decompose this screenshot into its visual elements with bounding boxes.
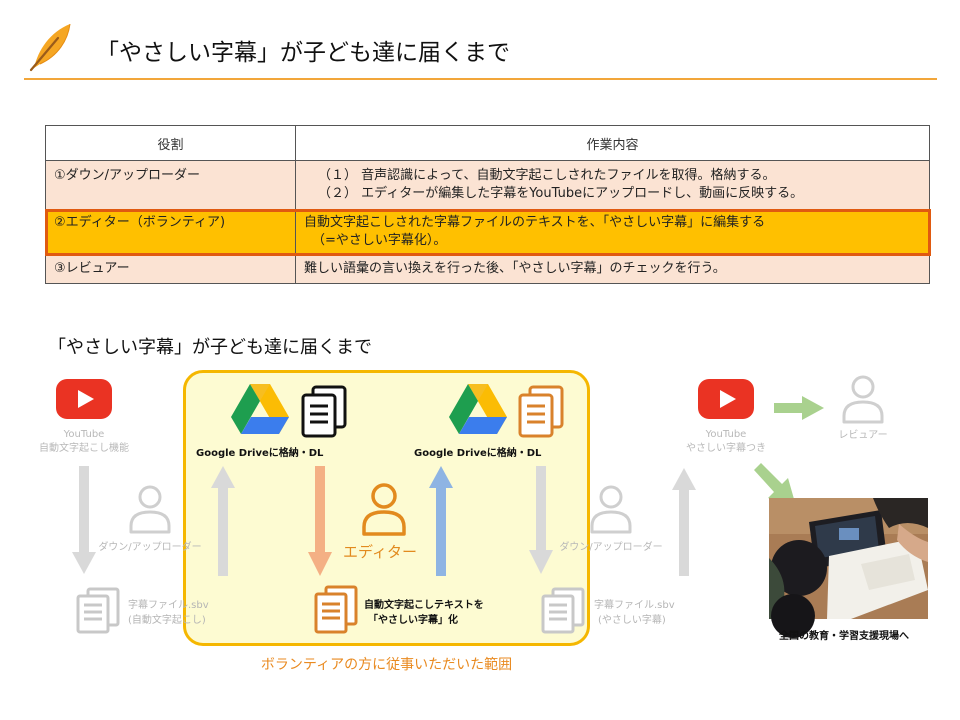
column-header-tasks: 作業内容: [295, 125, 930, 161]
drive-right-label: Google Driveに格納・DL: [414, 448, 542, 459]
table-header-row: 役割 作業内容: [45, 125, 930, 161]
google-drive-icon: [449, 384, 507, 434]
youtube-icon: [56, 379, 112, 419]
role-cell: ③レビュアー: [45, 254, 296, 284]
reviewer-label: レビュアー: [838, 430, 888, 441]
table-row-reviewer: ③レビュアー 難しい語彙の言い換えを行った後、「やさしい字幕」のチェックを行う。: [45, 254, 930, 284]
document-stack-orange-icon: [314, 585, 358, 634]
document-stack-icon: [301, 385, 347, 438]
file-easy-label-1: 字幕ファイル.sbv: [594, 600, 675, 611]
role-cell: ①ダウン/アップローダー: [45, 160, 296, 210]
table-row-editor: ②エディター（ボランティア) 自動文字起こしされた字幕ファイルのテキストを、「や…: [44, 208, 931, 256]
uploader-left-label: ダウン/アップローダー: [98, 542, 202, 553]
tasks-cell: 自動文字起こしされた字幕ファイルのテキストを、「やさしい字幕」に編集する （=や…: [295, 209, 930, 255]
task-line: 難しい語彙の言い換えを行った後、「やさしい字幕」のチェックを行う。: [304, 261, 726, 276]
role-name: ①ダウン/アップローダー: [54, 168, 201, 183]
task-line: 自動文字起こしされた字幕ファイルのテキストを、「やさしい字幕」に編集する: [304, 215, 766, 230]
roles-table: 役割 作業内容 ①ダウン/アップローダー （１） 音声認識によって、自動文字起こ…: [44, 125, 931, 284]
document-stack-grey-icon: [541, 587, 585, 634]
volunteer-scope-caption: ボランティアの方に従事いただいた範囲: [260, 657, 513, 673]
file-auto-label-1: 字幕ファイル.sbv: [128, 600, 209, 611]
youtube-icon: [698, 379, 754, 419]
classroom-photo: [769, 498, 928, 638]
google-drive-icon: [231, 384, 289, 434]
role-name: ②エディター（ボランティア): [54, 215, 226, 230]
person-icon: [590, 485, 632, 534]
task-line: （２） エディターが編集した字幕をYouTubeにアップロードし、動画に反映する…: [318, 186, 804, 201]
reviewer-person-icon: [842, 375, 884, 424]
photo-caption: 全国の教育・学習支援現場へ: [779, 631, 909, 642]
youtube-easy-label-1: YouTube: [705, 429, 747, 440]
youtube-auto-label-1: YouTube: [63, 429, 105, 440]
document-stack-grey-icon: [76, 587, 120, 634]
page-title: 「やさしい字幕」が子ども達に届くまで: [96, 40, 510, 66]
column-header-role: 役割: [45, 125, 296, 161]
uploader-right-label: ダウン/アップローダー: [559, 542, 663, 553]
arrow-down-orange-icon: [308, 466, 332, 576]
file-easy-label-2: (やさしい字幕): [598, 615, 666, 626]
person-icon: [129, 485, 171, 534]
role-cell: ②エディター（ボランティア): [45, 209, 296, 255]
arrow-up-blue-icon: [429, 466, 453, 576]
tasks-cell: （１） 音声認識によって、自動文字起こしされたファイルを取得。格納する。 （２）…: [295, 160, 930, 210]
edit-text-label-2: 「やさしい字幕」化: [368, 615, 458, 626]
editor-label: エディター: [343, 543, 417, 561]
youtube-easy-label-2: やさしい字幕つき: [686, 443, 766, 454]
arrow-up-grey-icon: [211, 466, 235, 576]
edit-text-label-1: 自動文字起こしテキストを: [364, 600, 484, 611]
file-auto-label-2: (自動文字起こし): [128, 615, 206, 626]
feather-icon: [29, 23, 71, 72]
arrow-right-green-icon: [774, 396, 824, 420]
flow-title: 「やさしい字幕」が子ども達に届くまで: [48, 337, 372, 358]
drive-left-label: Google Driveに格納・DL: [196, 448, 324, 459]
task-line: （１） 音声認識によって、自動文字起こしされたファイルを取得。格納する。: [318, 168, 776, 183]
arrow-down-grey-icon: [529, 466, 553, 574]
task-line: （=やさしい字幕化）。: [312, 233, 447, 248]
document-stack-orange-icon: [518, 385, 564, 438]
table-row-uploader: ①ダウン/アップローダー （１） 音声認識によって、自動文字起こしされたファイル…: [45, 160, 930, 210]
tasks-cell: 難しい語彙の言い換えを行った後、「やさしい字幕」のチェックを行う。: [295, 254, 930, 284]
title-divider: [24, 78, 937, 80]
role-name: ③レビュアー: [54, 261, 130, 276]
editor-person-icon: [362, 483, 406, 536]
arrow-up-grey-icon: [672, 468, 696, 576]
arrow-down-grey-icon: [72, 466, 96, 574]
youtube-auto-label-2: 自動文字起こし機能: [39, 443, 129, 454]
arrow-diagonal-green-icon: [754, 463, 796, 506]
